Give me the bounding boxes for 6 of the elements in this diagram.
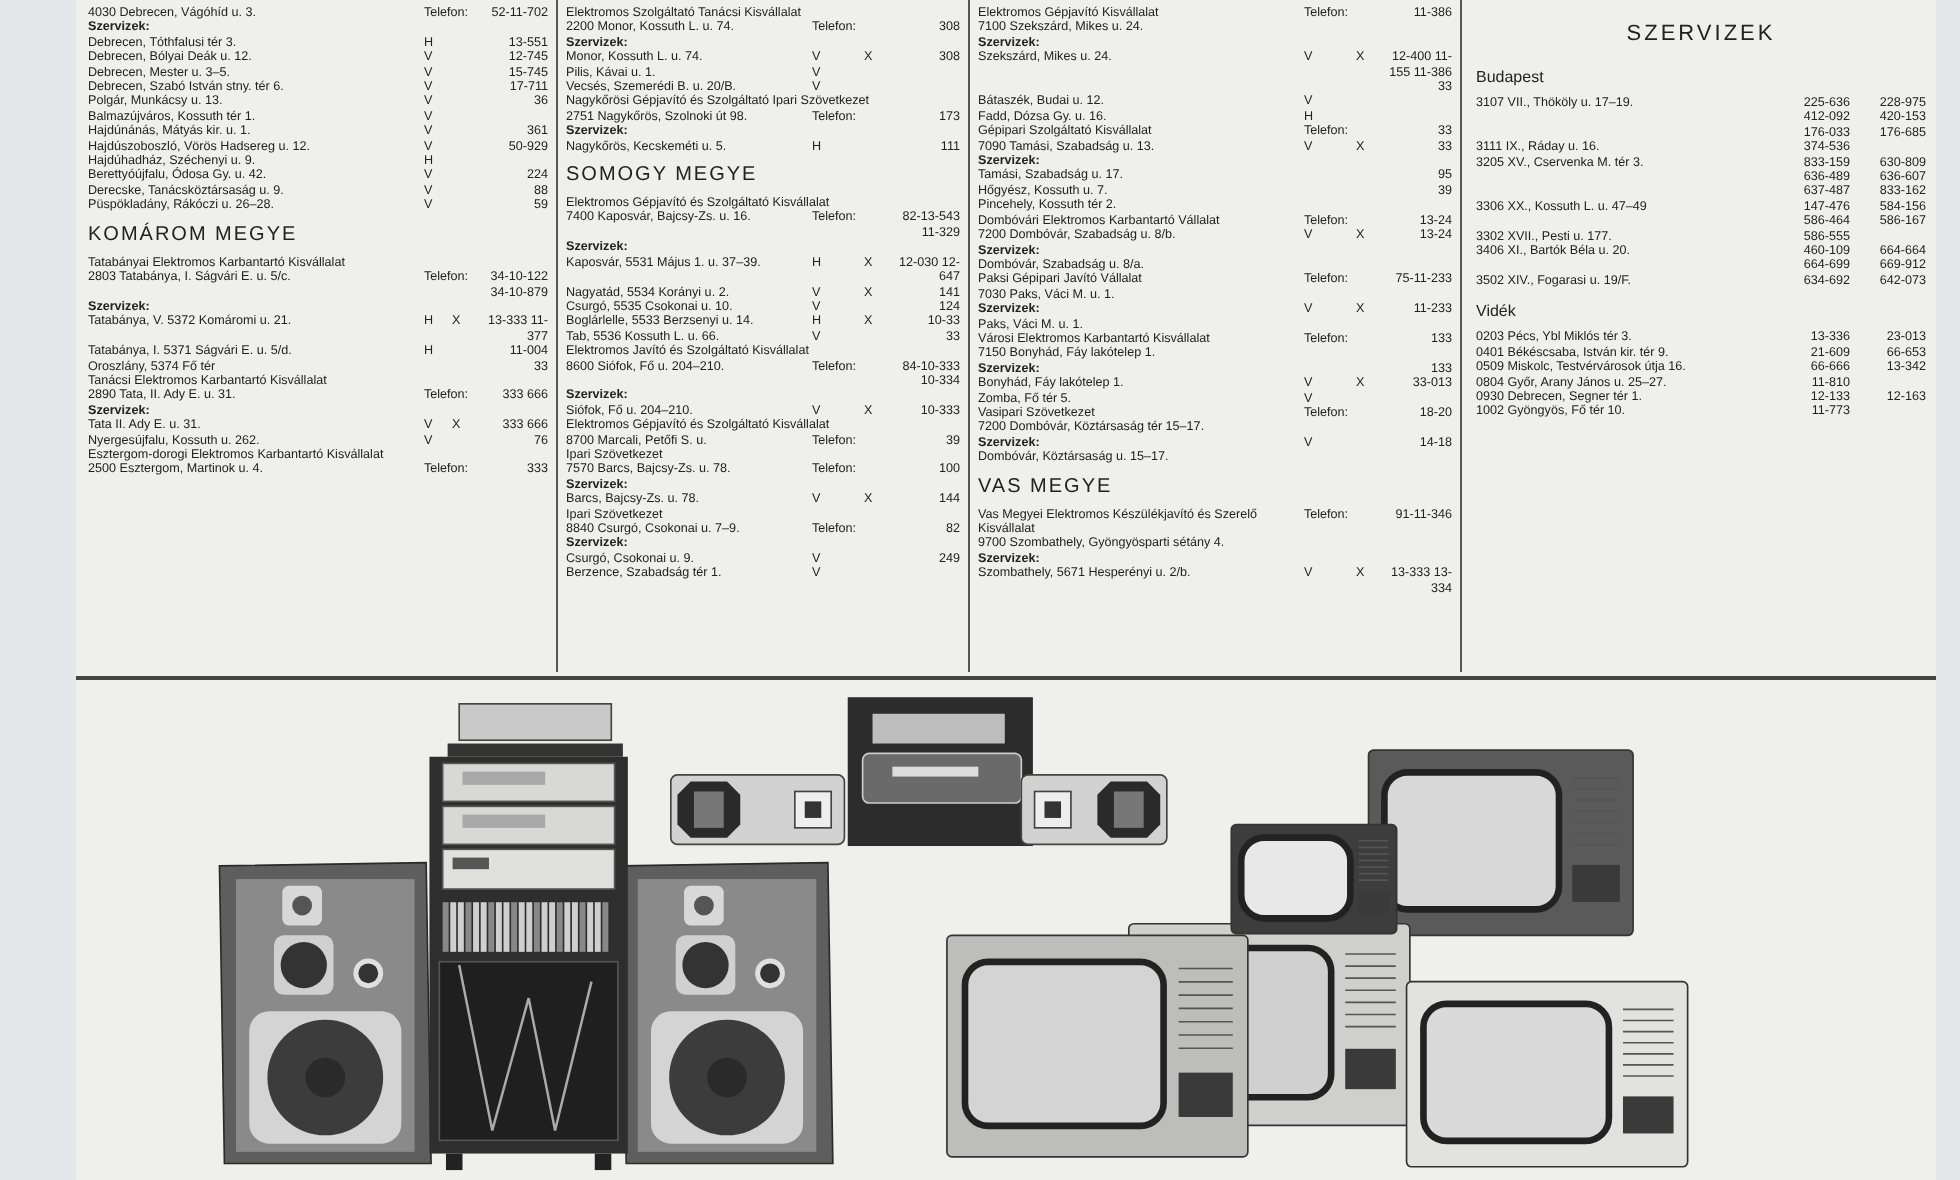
- region-heading: Budapest: [1476, 68, 1544, 86]
- region-heading: Vidék: [1476, 302, 1516, 321]
- page-title: SZERVIZEK: [1626, 22, 1776, 46]
- county-heading: VAS MEGYE: [978, 475, 1113, 498]
- county-heading: KOMÁROM MEGYE: [88, 223, 298, 246]
- county-heading: SOMOGY MEGYE: [566, 164, 758, 187]
